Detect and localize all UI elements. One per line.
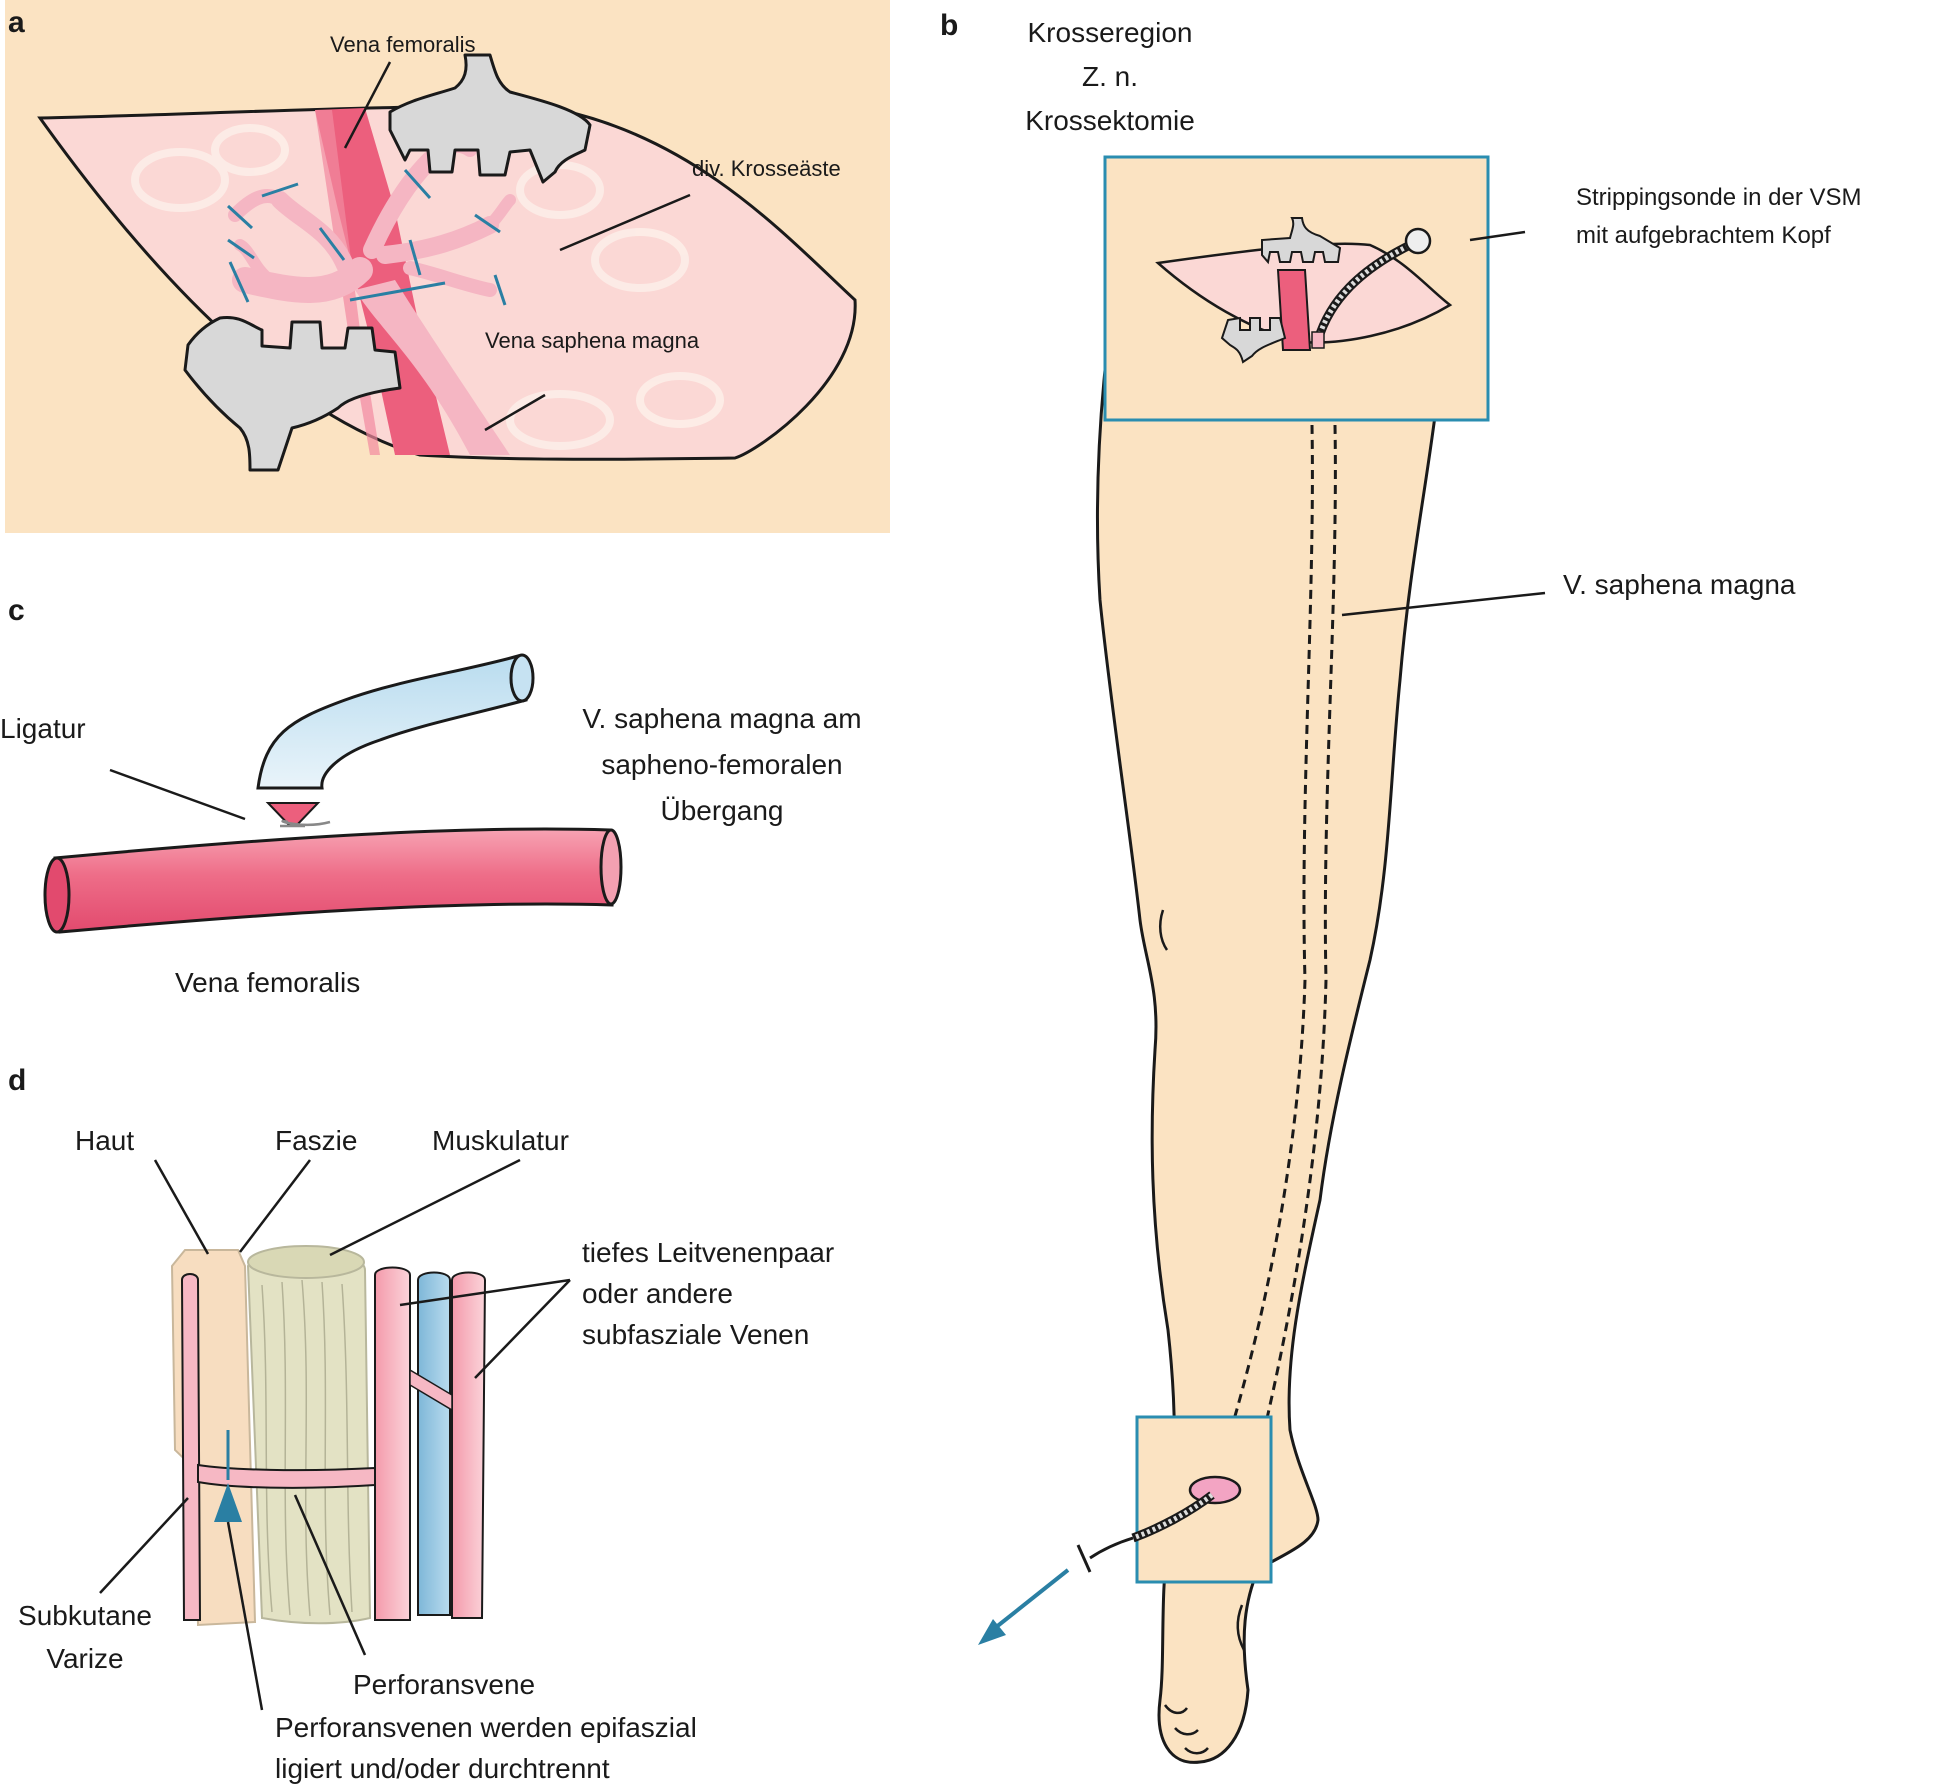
stripping-probe-wire-inner — [1315, 242, 1412, 341]
panel-b: b Krosseregion Z. n. Krossektomie — [940, 9, 1862, 1764]
panel-a-leader-lines — [343, 61, 691, 432]
v-saphena-magna-tube-end — [509, 653, 535, 703]
tiefe-leitvene-red-left — [374, 1266, 411, 1621]
ligature-knot — [280, 819, 331, 828]
label-krosseaeste: div. Krosseäste — [692, 156, 841, 181]
vena-femoralis-tube-end-left — [43, 856, 71, 934]
vena-femoralis-tube — [53, 827, 614, 934]
inset-clamp-bottom — [1220, 316, 1287, 364]
v-saphena-magna-tube — [256, 654, 528, 790]
leader-ligatur — [109, 768, 246, 821]
subkutane-varize — [180, 1273, 202, 1621]
panel-a-letter: a — [8, 6, 25, 39]
inset-probe-entry — [1311, 331, 1325, 349]
muskulatur-top — [247, 1245, 365, 1279]
label-saphena-uebergang-line-2: sapheno-femoralen — [601, 749, 842, 780]
knee-crease — [1158, 909, 1169, 951]
panel-d: d — [8, 1064, 834, 1784]
label-ligatur: Ligatur — [0, 713, 86, 744]
label-strippingsonde-line-1: Strippingsonde in der VSM — [1576, 184, 1862, 211]
retractor-clamp-bottom — [183, 315, 402, 472]
label-tiefe-line-2: oder andere — [582, 1278, 733, 1309]
vena-femoralis-tube-end-right — [599, 828, 623, 906]
label-ligiert-line-2: ligiert und/oder durchtrennt — [275, 1753, 610, 1784]
panel-c: c Ligatur V. saphena magna am sapheno-fe… — [0, 594, 862, 998]
label-faszie: Faszie — [275, 1125, 357, 1156]
toes — [1163, 1704, 1209, 1755]
perforator-arrow-icon — [214, 1483, 242, 1522]
label-vena-femoralis-a: Vena femoralis — [330, 32, 476, 57]
retractor-clamp-top — [388, 53, 592, 184]
label-strippingsonde-line-2: mit aufgebrachtem Kopf — [1576, 222, 1831, 249]
label-krosseregion-line-2: Z. n. — [1082, 61, 1138, 92]
label-ligiert-line-1: Perforansvenen werden epifaszial — [275, 1712, 697, 1743]
v-saphena-magna-dashed-path — [1226, 424, 1337, 1441]
label-vena-saphena-magna-a: Vena saphena magna — [485, 328, 700, 353]
label-vena-femoralis-c: Vena femoralis — [175, 967, 360, 998]
panel-c-letter: c — [8, 594, 25, 627]
probe-end-bar — [1076, 1544, 1092, 1573]
saphena-stump — [265, 802, 321, 827]
label-krosseregion-line-3: Krossektomie — [1025, 105, 1195, 136]
perforansvene-vessel — [197, 1463, 376, 1489]
leader-strippingsonde — [1469, 230, 1526, 242]
tiefe-leitvene-blue — [417, 1271, 451, 1616]
label-tiefe-line-1: tiefes Leitvenenpaar — [582, 1237, 834, 1268]
ankle-crease — [1236, 1604, 1246, 1651]
label-krosseregion-line-1: Krosseregion — [1028, 17, 1193, 48]
label-tiefe-line-3: subfasziale Venen — [582, 1319, 809, 1350]
panel-d-letter: d — [8, 1064, 26, 1097]
label-muskulatur: Muskulatur — [432, 1125, 569, 1156]
fat-texture — [131, 124, 724, 450]
label-subkutane-line-2: Varize — [46, 1643, 123, 1674]
panel-a: a — [5, 0, 890, 533]
label-v-saphena-magna-b: V. saphena magna — [1563, 569, 1796, 600]
tiefe-leitvene-red-right — [451, 1271, 487, 1619]
label-perforansvene: Perforansvene — [353, 1669, 535, 1700]
inset-clamp-top — [1261, 217, 1342, 265]
label-saphena-uebergang-line-3: Übergang — [661, 795, 784, 826]
panel-d-leader-lines — [99, 1158, 571, 1711]
ankle-incision — [1188, 1475, 1242, 1505]
leader-v-saphena-magna-b — [1341, 591, 1546, 617]
ankle-probe-wire-inner — [1132, 1493, 1214, 1541]
leg-outline — [1096, 368, 1442, 1764]
panel-b-letter: b — [940, 9, 958, 42]
deep-vein-connector — [409, 1368, 453, 1412]
vena-saphena-magna-vessel — [355, 280, 510, 455]
suture-ligatures — [226, 128, 507, 306]
label-saphena-uebergang-line-1: V. saphena magna am — [582, 703, 861, 734]
stripping-probe-head — [1404, 227, 1432, 255]
probe-handle — [1089, 1536, 1134, 1560]
label-haut: Haut — [75, 1125, 134, 1156]
pull-direction-arrow-icon — [978, 1568, 1070, 1645]
label-subkutane-line-1: Subkutane — [18, 1600, 152, 1631]
